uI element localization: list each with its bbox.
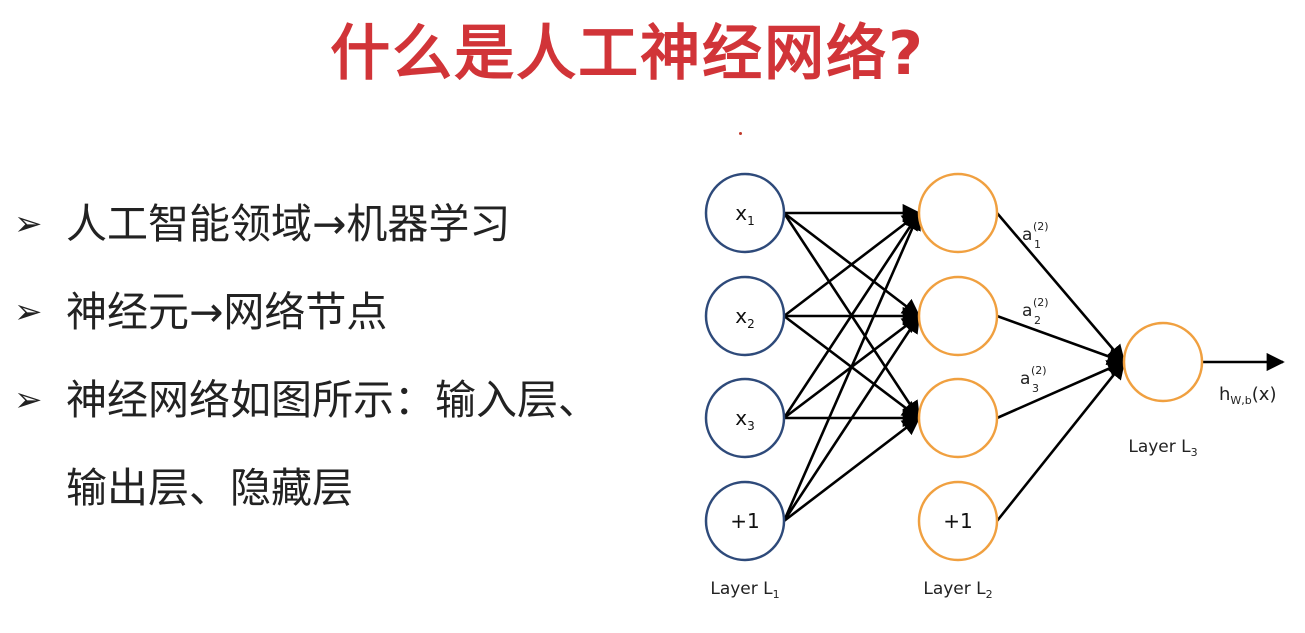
svg-text:(2): (2)	[1033, 220, 1049, 233]
hidden-node	[917, 275, 999, 357]
svg-text:(2): (2)	[1031, 364, 1047, 377]
arrow-bullet-icon: ➢	[14, 380, 43, 420]
edge-input-hidden	[783, 211, 921, 318]
input-node	[704, 275, 786, 357]
bullet-text: 神经元→网络节点	[66, 288, 388, 336]
svg-text:a: a	[1022, 225, 1032, 245]
edge-input-hidden	[782, 211, 921, 419]
activation-label: a(2) 2	[1022, 296, 1049, 327]
input-node	[704, 172, 786, 254]
output-label: hW,b(x)	[1219, 384, 1276, 407]
hidden-node	[917, 172, 999, 254]
bullet-item: ➢ 神经元→网络节点	[14, 268, 614, 356]
node-label: +1	[943, 509, 972, 533]
edge-group	[782, 203, 1285, 523]
svg-text:a: a	[1020, 369, 1030, 389]
hidden-node	[917, 480, 999, 562]
decorative-dot	[739, 132, 742, 135]
edge-input-hidden	[782, 314, 921, 522]
page-title: 什么是人工神经网络?	[330, 19, 925, 89]
svg-text:a: a	[1022, 301, 1032, 321]
svg-text:1: 1	[1034, 238, 1041, 251]
activation-label: a(2) 3	[1020, 364, 1047, 395]
layer-l3-label: Layer L3	[1128, 437, 1197, 459]
edge-hidden-output	[995, 360, 1126, 522]
edge-input-hidden	[782, 211, 921, 522]
node-label: +1	[730, 509, 759, 533]
bullet-item: ➢ 神经网络如图所示：输入层、输出层、隐藏层	[14, 356, 614, 532]
edge-hidden-output	[996, 314, 1126, 365]
arrow-bullet-icon: ➢	[14, 292, 43, 332]
arrow-bullet-icon: ➢	[14, 204, 43, 244]
bullet-list: ➢ 人工智能领域→机器学习 ➢ 神经元→网络节点 ➢ 神经网络如图所示：输入层、…	[14, 180, 614, 532]
svg-text:(2): (2)	[1033, 296, 1049, 309]
bullet-text: 人工智能领域→机器学习	[66, 200, 511, 248]
edge-hidden-output	[996, 212, 1126, 364]
activation-label: a(2) 1	[1022, 220, 1049, 251]
input-node	[704, 480, 786, 562]
hidden-node	[917, 377, 999, 459]
edge-hidden-output	[996, 360, 1126, 420]
input-node	[704, 377, 786, 459]
output-node	[1122, 321, 1204, 403]
svg-text:2: 2	[1034, 314, 1041, 327]
svg-text:3: 3	[1032, 382, 1039, 395]
bullet-item: ➢ 人工智能领域→机器学习	[14, 180, 614, 268]
bullet-text: 神经网络如图所示：输入层、输出层、隐藏层	[66, 376, 599, 512]
edge-input-hidden	[783, 416, 921, 523]
layer-l1-label: Layer L1	[710, 579, 779, 601]
layer-l2-label: Layer L2	[923, 579, 992, 601]
